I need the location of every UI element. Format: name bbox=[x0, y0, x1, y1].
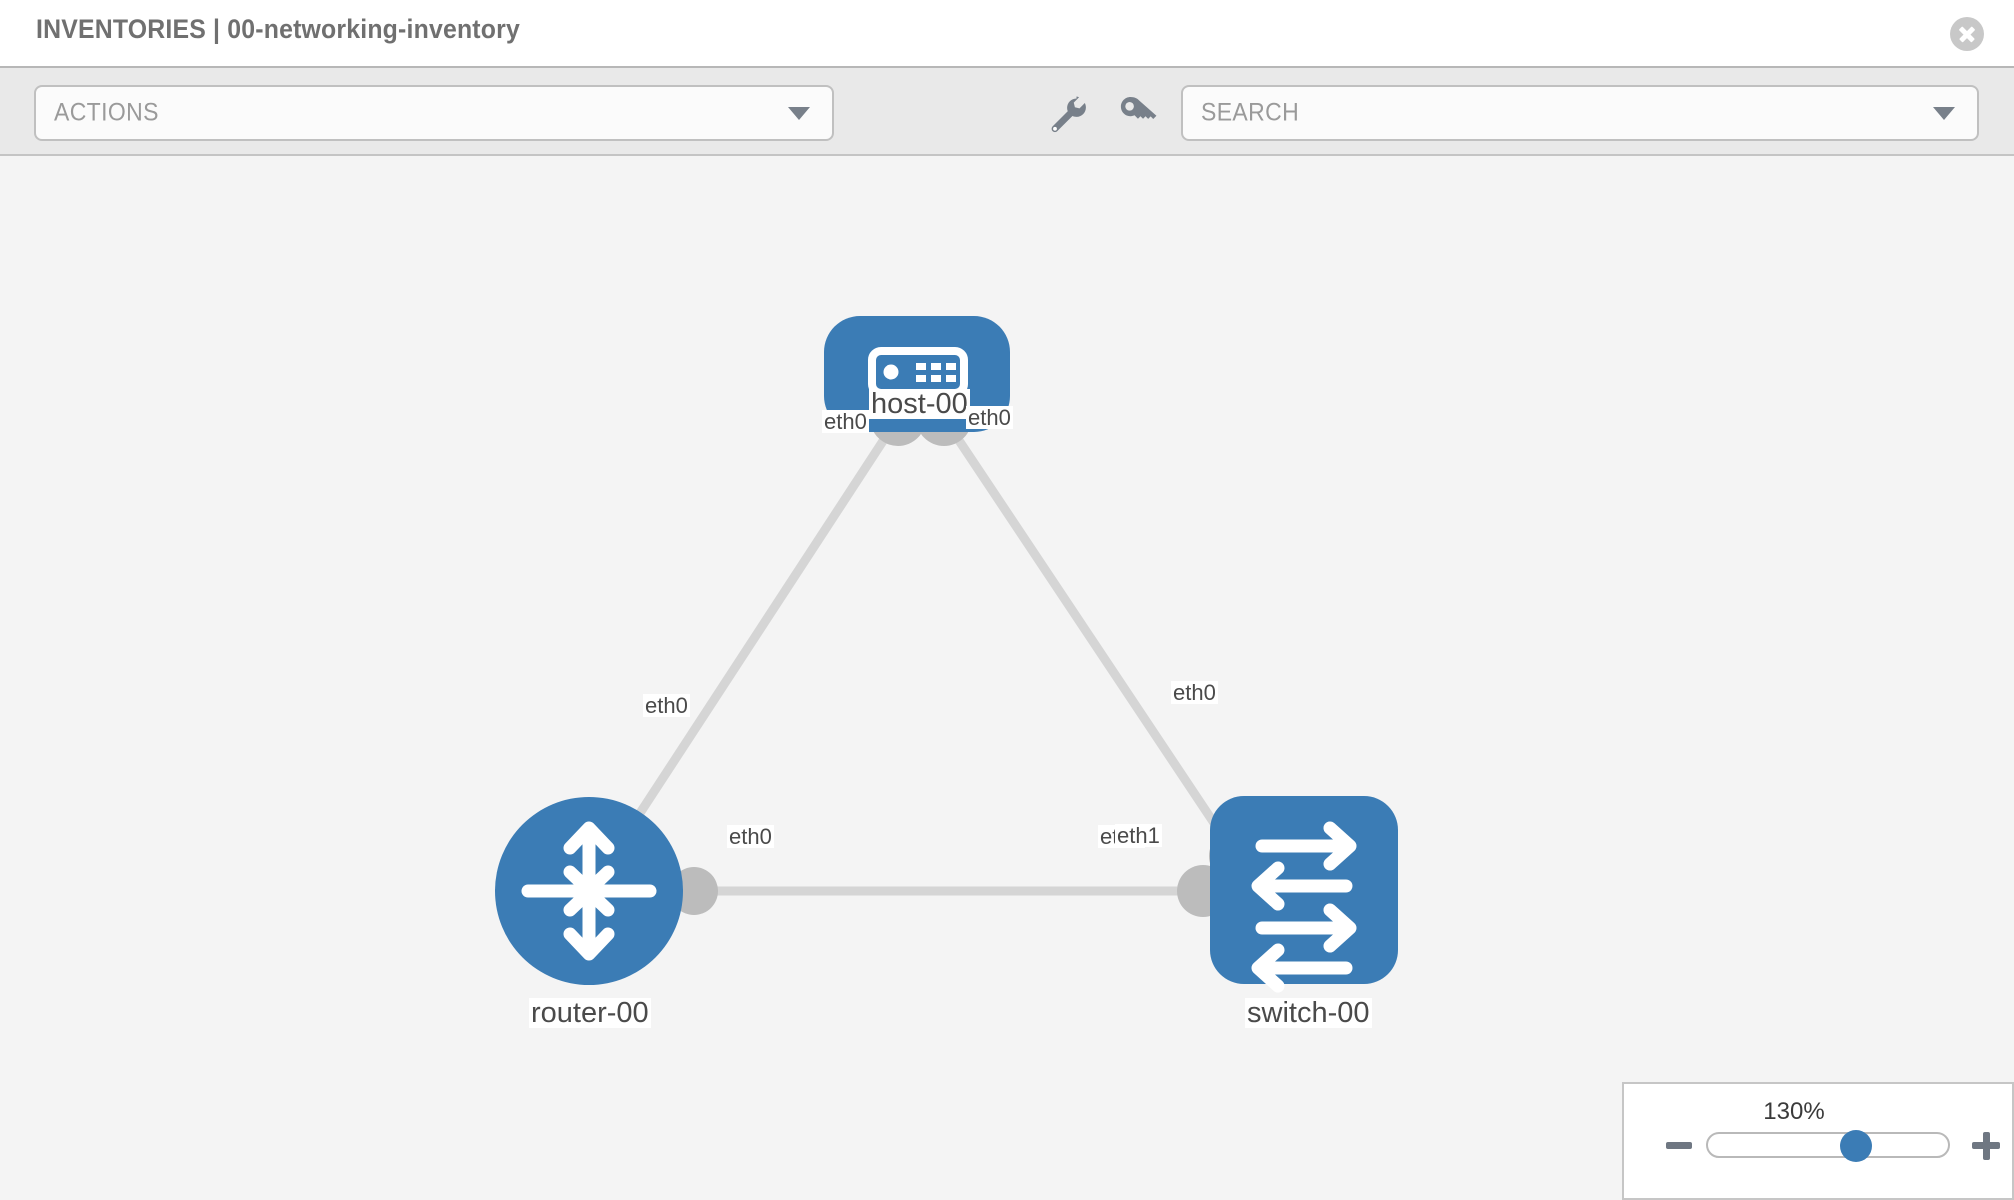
page-header: INVENTORIES | 00-networking-inventory bbox=[0, 0, 2014, 68]
iface-label-router-right: eth0 bbox=[727, 824, 774, 849]
switch-arrows-icon bbox=[1251, 821, 1357, 993]
minus-icon[interactable] bbox=[1666, 1142, 1692, 1149]
wrench-icon[interactable] bbox=[1042, 90, 1088, 136]
iface-label-host-right: eth0 bbox=[966, 405, 1013, 430]
node-switch-00[interactable] bbox=[1210, 796, 1398, 993]
zoom-slider-thumb[interactable] bbox=[1839, 1130, 1872, 1162]
chevron-down-icon bbox=[1933, 107, 1955, 120]
chevron-down-icon bbox=[788, 107, 810, 120]
iface-label-switch-up: eth0 bbox=[1171, 680, 1218, 705]
router-arrows-icon bbox=[521, 821, 657, 961]
search-input[interactable]: SEARCH bbox=[1181, 85, 1979, 141]
iface-label-router-up: eth0 bbox=[643, 693, 690, 718]
link-host-switch[interactable] bbox=[940, 415, 1240, 859]
zoom-slider-track[interactable] bbox=[1706, 1132, 1950, 1158]
actions-dropdown-label: ACTIONS bbox=[54, 98, 159, 127]
node-router-00[interactable] bbox=[495, 797, 683, 985]
actions-dropdown[interactable]: ACTIONS bbox=[34, 85, 834, 141]
key-icon[interactable] bbox=[1113, 90, 1159, 136]
search-placeholder: SEARCH bbox=[1201, 98, 1300, 127]
plus-icon[interactable] bbox=[1972, 1132, 2000, 1160]
iface-label-host-left: eth0 bbox=[822, 409, 869, 434]
close-icon[interactable] bbox=[1950, 17, 1984, 51]
zoom-control-panel: 130% bbox=[1622, 1082, 2014, 1200]
page-title: INVENTORIES | 00-networking-inventory bbox=[36, 14, 520, 44]
toolbar: ACTIONS SEARCH bbox=[0, 68, 2014, 156]
node-label-router-00: router-00 bbox=[529, 997, 651, 1029]
iface-label-switch-left-b: eth1 bbox=[1115, 823, 1162, 848]
topology-links bbox=[608, 415, 1240, 896]
node-label-host-00: host-00 bbox=[869, 388, 970, 420]
zoom-percent-label: 130% bbox=[1763, 1098, 1825, 1125]
topology-graph bbox=[495, 316, 1398, 993]
node-label-switch-00: switch-00 bbox=[1245, 997, 1372, 1029]
link-host-router[interactable] bbox=[608, 415, 902, 859]
topology-canvas[interactable]: eth0 host-00 eth0 eth0 eth0 eth0 eth0 et… bbox=[0, 156, 2014, 1200]
